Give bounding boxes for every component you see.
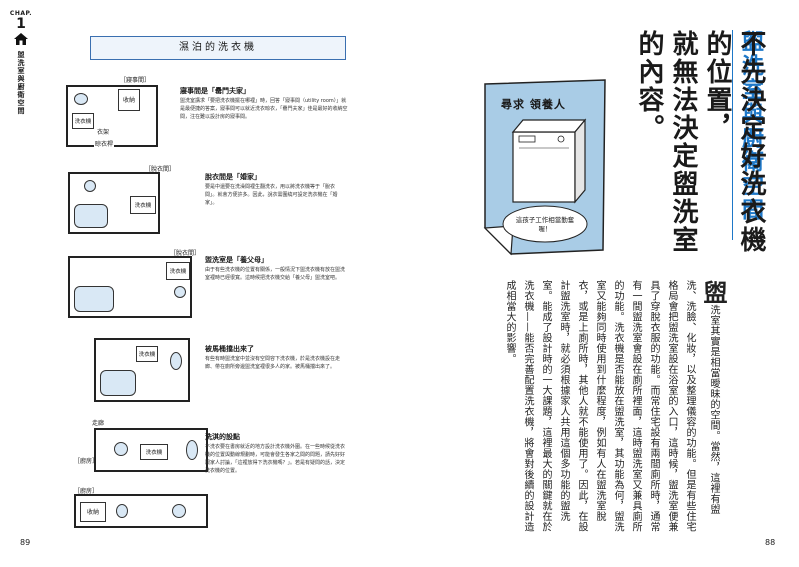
- plan-1-tag: ［寢事間］: [120, 77, 151, 84]
- toilet-icon: [170, 352, 182, 370]
- plan-2-washer: 洗衣機: [130, 196, 156, 214]
- house-icon: [14, 33, 28, 45]
- section-title: 盥洗室與廚衛空間: [732, 30, 766, 240]
- headline-line-2: 就無法決定盥洗室的內容。: [634, 30, 698, 254]
- page-number-left: 89: [20, 538, 31, 547]
- case-5-body: 不洗衣要在書房就近的地方設計洗衣機外圍。在一些時候從洗衣機的位置與動線規劃時，可…: [205, 444, 346, 474]
- sink-icon: [114, 442, 128, 456]
- washing-machine-illustration: [483, 79, 606, 256]
- floor-plan-5a: 洗衣機: [94, 428, 208, 472]
- headline-line-1: 不先決定好洗衣機的位置，: [702, 30, 766, 254]
- washing-machine-icon: [172, 504, 186, 518]
- stove-icon: [116, 504, 128, 518]
- case-3-title: 盥洗室是「養父母」: [205, 256, 268, 264]
- case-5-title: 洗淇的設點: [205, 433, 240, 441]
- case-2-title: 脫衣間是「婚家」: [205, 173, 261, 181]
- case-4-title: 被馬桶擋出來了: [205, 345, 254, 353]
- sink-icon: [174, 286, 186, 298]
- floor-plan-5b: 收納: [74, 494, 208, 528]
- floor-plan-2: 洗衣機: [68, 172, 160, 234]
- toilet-icon: [186, 440, 198, 460]
- sink-icon: [74, 93, 88, 105]
- plan-5-tag-right: ［廚房］: [74, 488, 99, 495]
- wanted-poster-title: 尋求 領養人: [501, 98, 566, 111]
- body-paragraph: 洗室其實是相當曖昧的空間。當然，這裡有盥洗、洗臉、化妝，以及整理儀容的功能。但是…: [504, 280, 719, 532]
- chapter-label: CHAP.: [9, 10, 33, 17]
- plan-2-tag: ［脫衣間］: [145, 166, 176, 173]
- plan-3-tag: ［脫衣間］: [170, 250, 201, 257]
- bathtub-icon: [74, 204, 108, 228]
- bathtub-icon: [74, 286, 114, 312]
- chapter-marker: CHAP. 1 盥洗室與廚衛空間: [6, 10, 36, 115]
- floor-plan-3: 洗衣機: [68, 256, 192, 318]
- plan-5-tag-left: ［廚房］: [74, 458, 99, 465]
- case-3-body: 由于有些洗衣機的位置有關係，一般情況下盥洗衣機有放在盥洗室裡時已經很寬。這時候把…: [205, 267, 346, 281]
- floor-plan-4: 洗衣機: [94, 338, 190, 402]
- left-page-title: 濕泊的洗衣機: [90, 36, 346, 60]
- case-4-body: 有些有時盥洗室中並沒有空間容下洗衣機，於是洗衣機設在走廊、帶在廁所旁邊盥洗室裡很…: [205, 356, 341, 370]
- plan-5-storage: 收納: [80, 502, 106, 522]
- body-text: 盥洗室其實是相當曖昧的空間。當然，這裡有盥洗、洗臉、化妝，以及整理儀容的功能。但…: [478, 280, 728, 535]
- plan-1-closet: 收納: [118, 89, 140, 111]
- plan-1-washer: 洗衣機: [72, 113, 94, 129]
- wanted-poster-note: 這孩子工作相當勤奮喔！: [515, 216, 575, 233]
- floor-plan-1: 收納 洗衣機 衣架 晾衣桿: [66, 85, 158, 148]
- plan-5-washer: 洗衣機: [140, 444, 168, 460]
- page-number-right: 88: [765, 538, 776, 547]
- plan-1-hanger: 晾衣桿: [94, 139, 115, 148]
- sink-icon: [84, 180, 96, 192]
- bathtub-icon: [100, 370, 136, 396]
- plan-5-hall: 走廊: [92, 420, 105, 427]
- plan-3-washer: 洗衣機: [166, 262, 190, 280]
- headline: 不先決定好洗衣機的位置， 就無法決定盥洗室的內容。: [632, 30, 768, 280]
- wanted-poster: 尋求 領養人 這孩子工作相當勤奮喔！: [481, 78, 609, 256]
- case-2-body: 要是中還要在洗澡間裡生翻洗衣，用以將洗衣機等于「脫衣間」。就會方便許多。因此，說…: [205, 184, 338, 206]
- plan-4-washer: 洗衣機: [136, 346, 158, 362]
- body-dropcap: 盥: [699, 280, 727, 305]
- chapter-side-title: 盥洗室與廚衛空間: [17, 51, 25, 115]
- case-1-body: 盥洗室講求「要把洗衣機擺在哪裡」時，回答「寢事間（utility room）」就…: [180, 98, 348, 120]
- chapter-number: 1: [16, 16, 26, 32]
- plan-1-rack: 衣架: [96, 127, 111, 136]
- case-1-title: 寢事間是「罍門夫家」: [180, 87, 250, 95]
